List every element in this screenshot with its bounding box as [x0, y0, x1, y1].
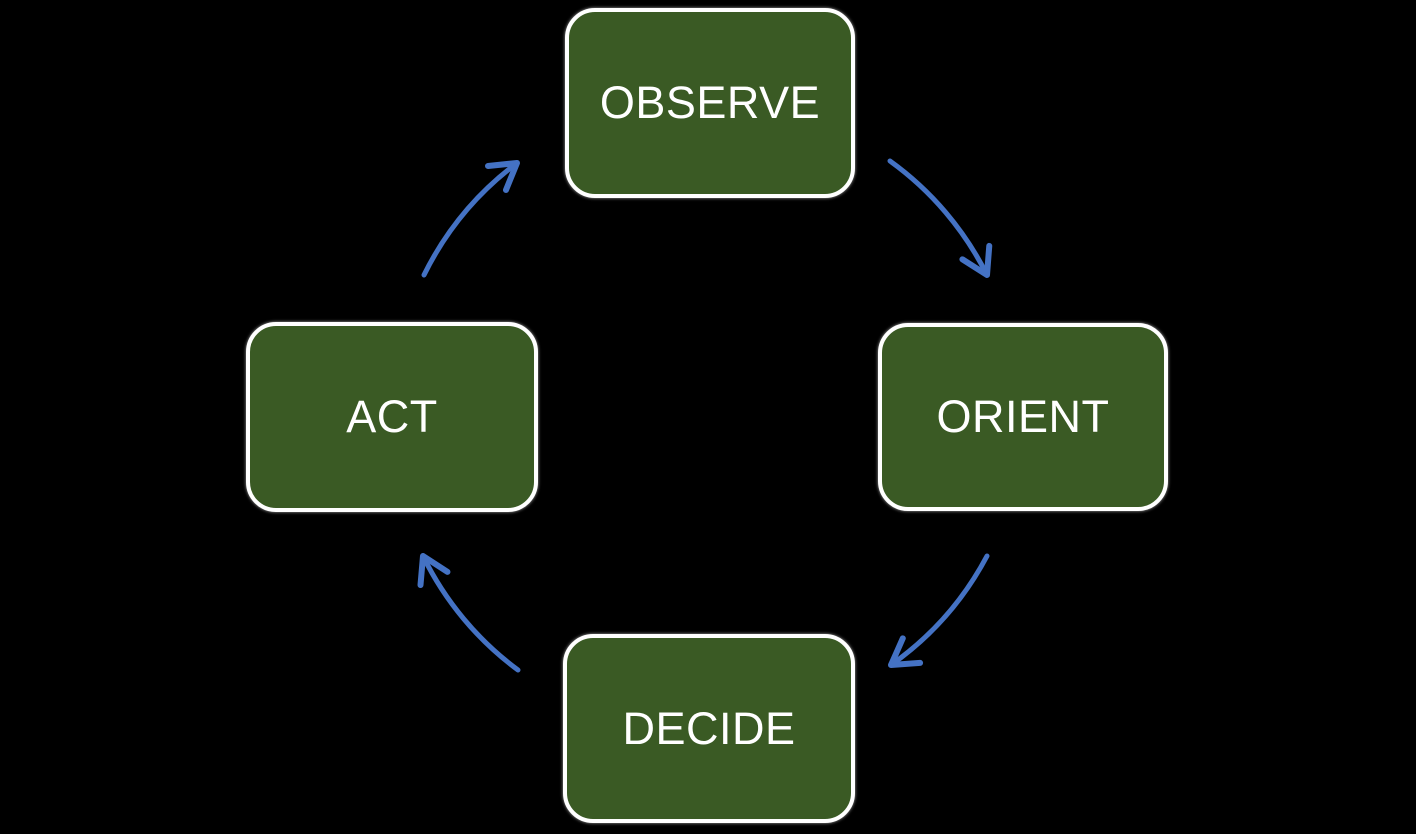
node-observe: OBSERVE: [565, 8, 855, 198]
node-act-label: ACT: [346, 391, 438, 442]
node-observe-label: OBSERVE: [599, 77, 821, 128]
node-orient-label: ORIENT: [936, 391, 1110, 442]
node-decide: DECIDE: [563, 634, 855, 823]
arrow-orient-to-decide: [888, 553, 990, 668]
node-act: ACT: [246, 322, 538, 512]
arrow-decide-to-act: [417, 553, 521, 673]
arrow-observe-to-orient: [887, 158, 993, 278]
node-orient: ORIENT: [878, 323, 1168, 511]
arrow-act-to-observe: [421, 160, 520, 278]
node-decide-label: DECIDE: [622, 702, 796, 754]
